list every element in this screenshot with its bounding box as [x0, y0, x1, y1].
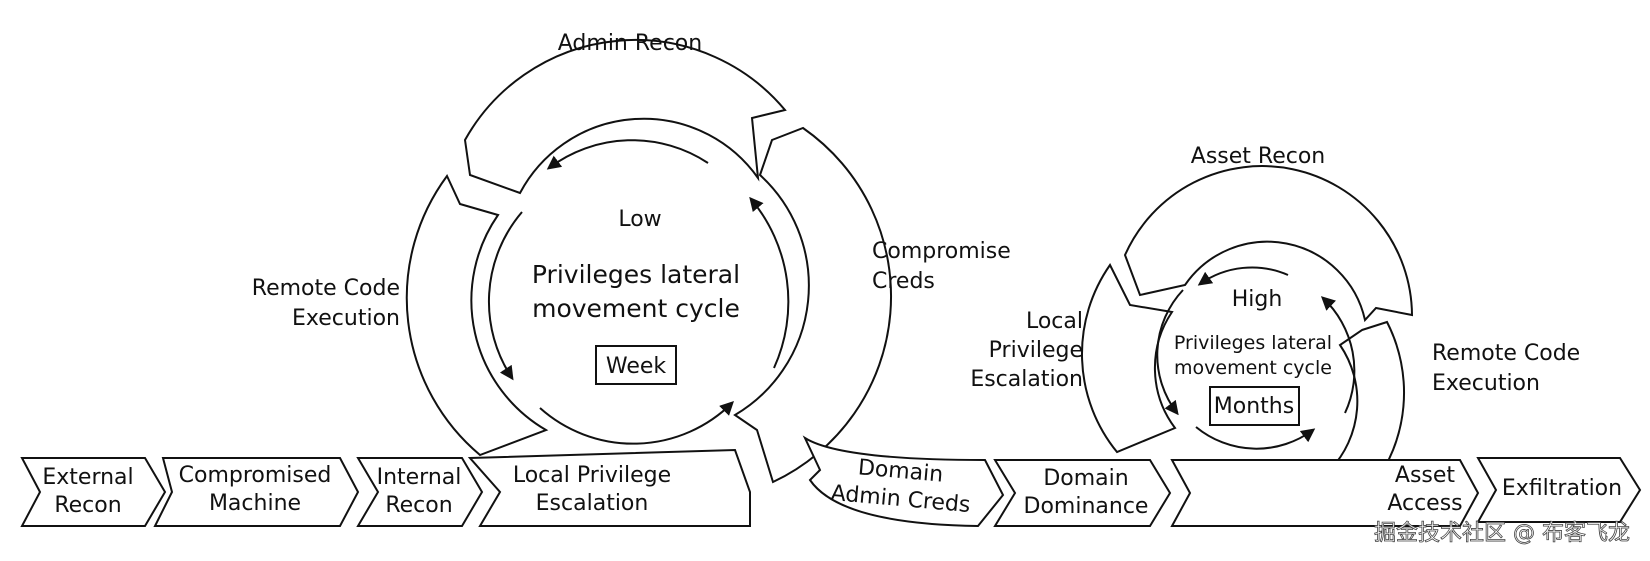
right-stage-left-label-1: Local: [1026, 309, 1083, 334]
right-cycle-lpe-segment: [1081, 263, 1177, 454]
chevron-compromised-machine: [153, 457, 360, 527]
chevron-domain-admin-creds: [802, 435, 1005, 528]
left-stage-left-label-2: Execution: [292, 306, 400, 331]
right-cycle-arrow-right: [1320, 296, 1356, 414]
left-cycle-rce-segment: [405, 174, 549, 457]
chevron-label-2b: Machine: [209, 491, 301, 516]
left-cycle-compromise-creds-segment: [733, 126, 893, 484]
chevron-domain-dominance: [993, 459, 1172, 527]
left-cycle: [405, 38, 893, 484]
chevron-internal-recon: [356, 457, 484, 527]
right-cycle-duration-box: [1209, 386, 1300, 426]
chevron-label-7a: Asset: [1395, 463, 1456, 488]
right-cycle: [1081, 165, 1414, 489]
right-cycle-arrow-left: [1156, 289, 1184, 416]
right-cycle-title-1: Privileges lateral: [1174, 332, 1332, 354]
chevron-label-3b: Recon: [385, 493, 452, 518]
watermark: 掘金技术社区 @ 布客飞龙: [1374, 521, 1630, 546]
left-cycle-duration-box: [595, 345, 677, 385]
chevron-row: [20, 435, 1642, 528]
left-cycle-arrow-right: [749, 196, 790, 369]
chevron-label-8: Exfiltration: [1502, 476, 1622, 501]
left-stage-left-label-1: Remote Code: [252, 276, 400, 301]
chevron-label-6a: Domain: [1043, 466, 1128, 491]
chevron-label-2a: Compromised: [179, 463, 332, 488]
chevron-label-6b: Dominance: [1024, 494, 1149, 519]
chevron-label-4a: Local Privilege: [513, 463, 671, 488]
left-cycle-title-1: Privileges lateral: [532, 260, 740, 289]
right-cycle-duration: Months: [1214, 394, 1294, 419]
left-cycle-arrow-left: [487, 211, 523, 381]
chevron-label-3a: Internal: [377, 465, 462, 490]
left-cycle-arrow-top: [546, 139, 709, 170]
chevron-local-privilege-escalation: [467, 448, 751, 527]
chevron-label-7b: Access: [1387, 491, 1462, 516]
right-cycle-arrow-top: [1197, 266, 1289, 286]
right-stage-left-label-2: Privilege: [989, 338, 1083, 363]
right-cycle-title-2: movement cycle: [1174, 357, 1332, 379]
chevron-exfiltration: [1476, 457, 1642, 523]
left-stage-top-label: Admin Recon: [558, 31, 702, 56]
right-cycle-privilege-level: High: [1232, 287, 1283, 312]
left-cycle-duration: Week: [606, 354, 667, 379]
left-cycle-title-2: movement cycle: [532, 294, 740, 323]
right-stage-top-label: Asset Recon: [1191, 144, 1325, 169]
left-stage-right-label-1: Compromise: [872, 239, 1011, 264]
left-stage-right-label-2: Creds: [872, 269, 935, 294]
right-stage-left-label-3: Escalation: [970, 367, 1083, 392]
chevron-asset-access: [1170, 459, 1480, 527]
chevron-label-1b: Recon: [54, 493, 121, 518]
right-stage-right-label-2: Execution: [1432, 371, 1540, 396]
chevron-external-recon: [20, 457, 167, 527]
left-cycle-admin-recon-segment: [463, 38, 787, 195]
chevron-label-1a: External: [42, 465, 133, 490]
left-cycle-privilege-level: Low: [618, 207, 661, 232]
chevron-label-4b: Escalation: [536, 491, 649, 516]
left-cycle-arrow-bottom: [539, 401, 734, 445]
right-cycle-arrow-bottom: [1195, 426, 1316, 450]
right-stage-right-label-1: Remote Code: [1432, 341, 1580, 366]
right-cycle-asset-recon-segment: [1123, 165, 1414, 323]
